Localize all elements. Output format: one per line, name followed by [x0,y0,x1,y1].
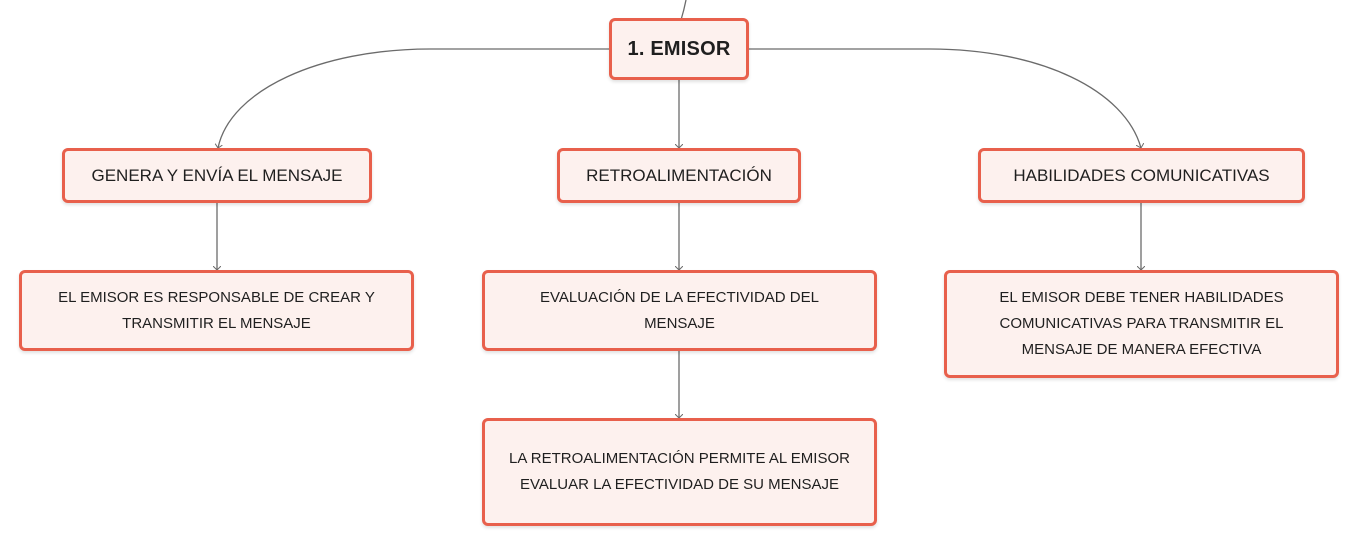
branch-node-label: GENERA Y ENVÍA EL MENSAJE [91,165,343,185]
connector-root-to-branch-3 [748,48,1141,148]
root-node-label: 1. EMISOR [627,37,731,60]
connector-root-to-branch-1 [218,48,610,148]
leaf-node-text: LA RETROALIMENTACIÓN PERMITE AL EMISOR E… [509,450,850,493]
leaf-node-habilidades-efectiva[interactable]: EL EMISOR DEBE TENER HABILIDADES COMUNIC… [944,270,1339,378]
branch-node-label: HABILIDADES COMUNICATIVAS [1013,165,1270,185]
leaf-node-retroalimentacion-permite[interactable]: LA RETROALIMENTACIÓN PERMITE AL EMISOR E… [482,418,877,526]
connector-incoming [680,0,687,21]
leaf-node-text: EVALUACIÓN DE LA EFECTIVIDAD DEL MENSAJE [540,288,819,332]
root-node-emisor[interactable]: 1. EMISOR [609,18,749,80]
branch-node-genera-y-envia[interactable]: GENERA Y ENVÍA EL MENSAJE [62,148,372,203]
leaf-node-text: EL EMISOR ES RESPONSABLE DE CREAR Y TRAN… [58,288,375,332]
branch-node-habilidades-comunicativas[interactable]: HABILIDADES COMUNICATIVAS [978,148,1305,203]
leaf-node-evaluacion-efectividad[interactable]: EVALUACIÓN DE LA EFECTIVIDAD DEL MENSAJE [482,270,877,351]
leaf-node-emisor-responsable[interactable]: EL EMISOR ES RESPONSABLE DE CREAR Y TRAN… [19,270,414,351]
branch-node-label: RETROALIMENTACIÓN [586,165,772,185]
branch-node-retroalimentacion[interactable]: RETROALIMENTACIÓN [557,148,801,203]
leaf-node-text: EL EMISOR DEBE TENER HABILIDADES COMUNIC… [999,289,1284,358]
